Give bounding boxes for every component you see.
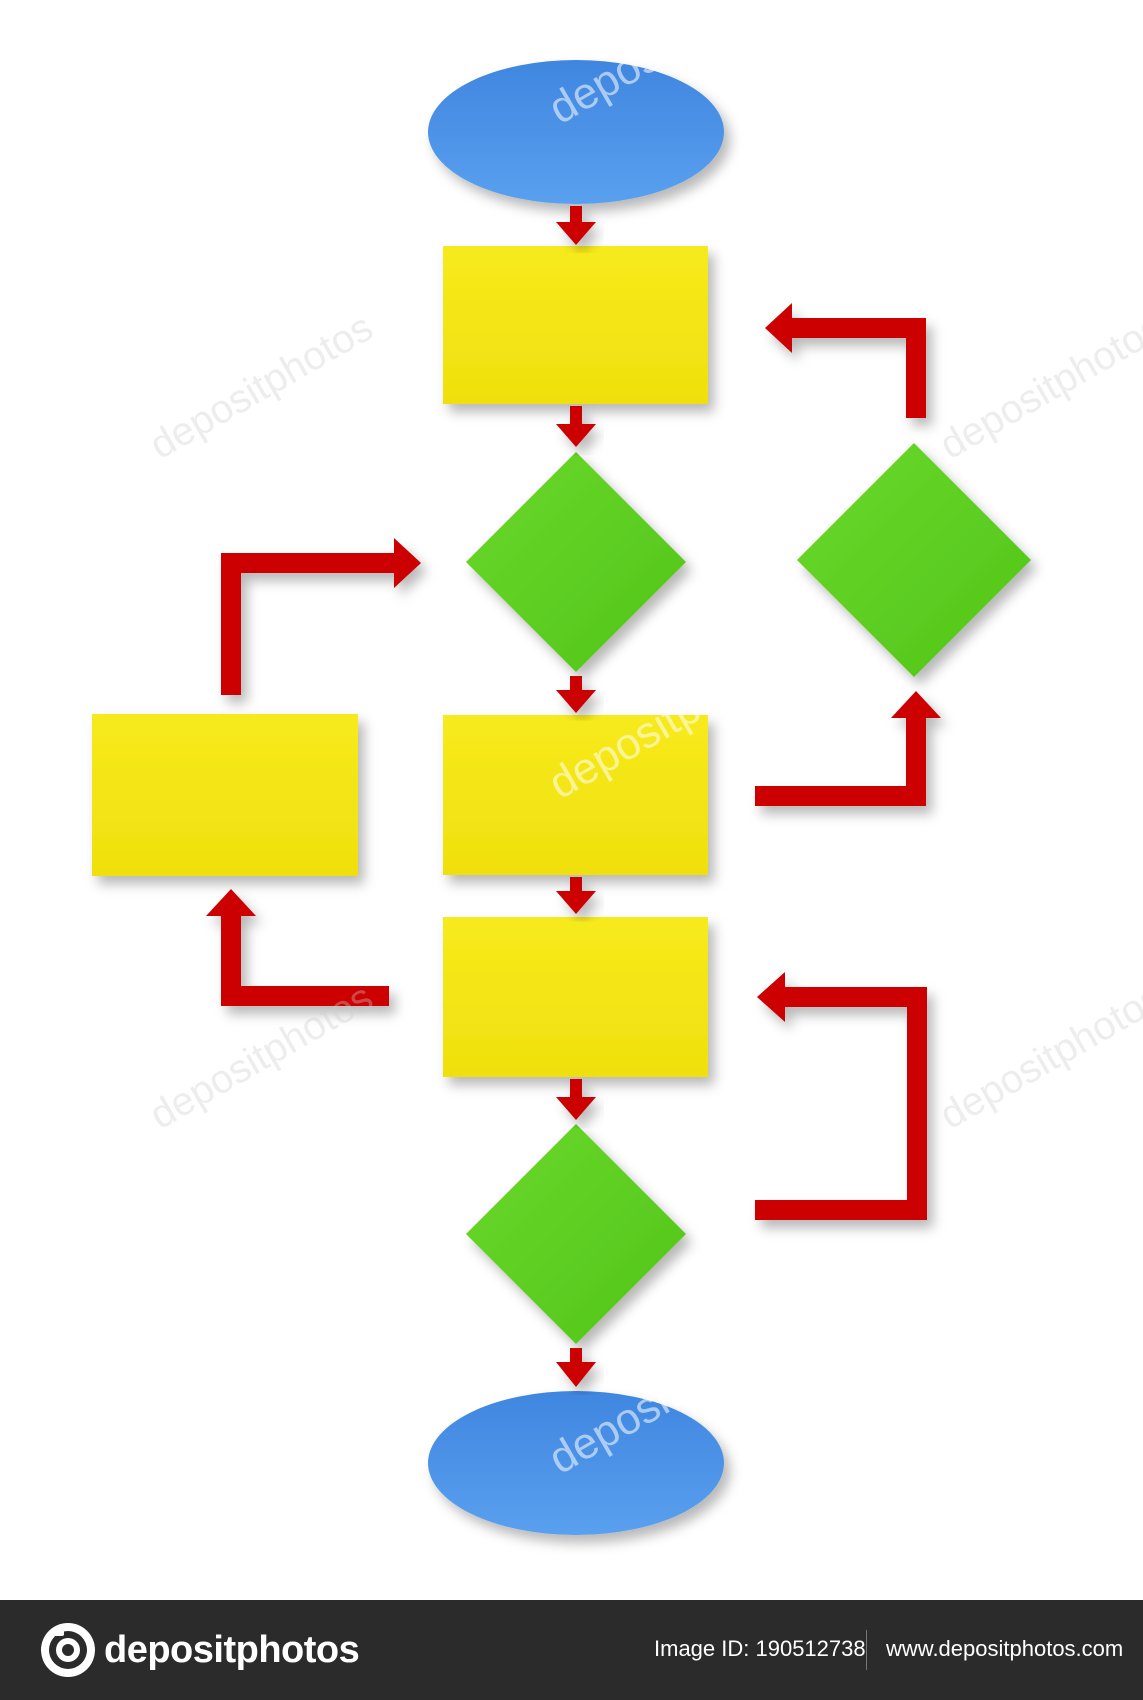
arrow-box2-to-box3 <box>556 877 596 914</box>
footer-divider <box>866 1630 867 1670</box>
image-id-label: Image ID: 190512738 <box>654 1636 866 1661</box>
flowchart-diagram: depositphotos depositphotos depositphoto… <box>92 60 1143 1535</box>
camera-logo-icon <box>41 1623 95 1677</box>
process-box-1 <box>443 246 708 404</box>
watermark-text: depositphotos <box>933 975 1143 1138</box>
arrow-box3-to-left-box <box>206 889 389 1006</box>
footer-bar: depositphotos Image ID: 190512738 www.de… <box>0 1600 1143 1700</box>
arrow-right-diamond-to-box1 <box>765 303 926 418</box>
arrow-box2-to-right-diamond <box>755 691 941 806</box>
arrow-diamond1-to-box2 <box>556 676 596 713</box>
arrow-diamond2-to-end <box>556 1348 596 1387</box>
arrow-diamond2-to-box3 <box>755 972 927 1220</box>
decision-diamond-1 <box>466 452 686 672</box>
flowchart-canvas: depositphotos depositphotos depositphoto… <box>92 60 1143 1535</box>
arrow-box1-to-diamond1 <box>556 406 596 447</box>
watermark-text: depositphotos <box>143 305 381 468</box>
logo-text: depositphotos <box>104 1628 360 1671</box>
arrow-box3-to-diamond2 <box>556 1079 596 1120</box>
arrow-left-box-to-diamond1 <box>221 538 421 695</box>
site-link[interactable]: www.depositphotos.com <box>886 1636 1124 1661</box>
process-box-3 <box>443 917 708 1077</box>
decision-diamond-2 <box>466 1124 686 1344</box>
watermark-text: depositphotos <box>933 305 1143 468</box>
process-box-left <box>92 714 358 876</box>
depositphotos-logo[interactable]: depositphotos <box>40 1622 360 1678</box>
process-box-2 <box>443 715 708 875</box>
end-terminal <box>428 1391 724 1535</box>
arrow-start-to-box1 <box>556 206 596 245</box>
start-terminal <box>428 60 724 204</box>
decision-diamond-right <box>797 443 1031 677</box>
